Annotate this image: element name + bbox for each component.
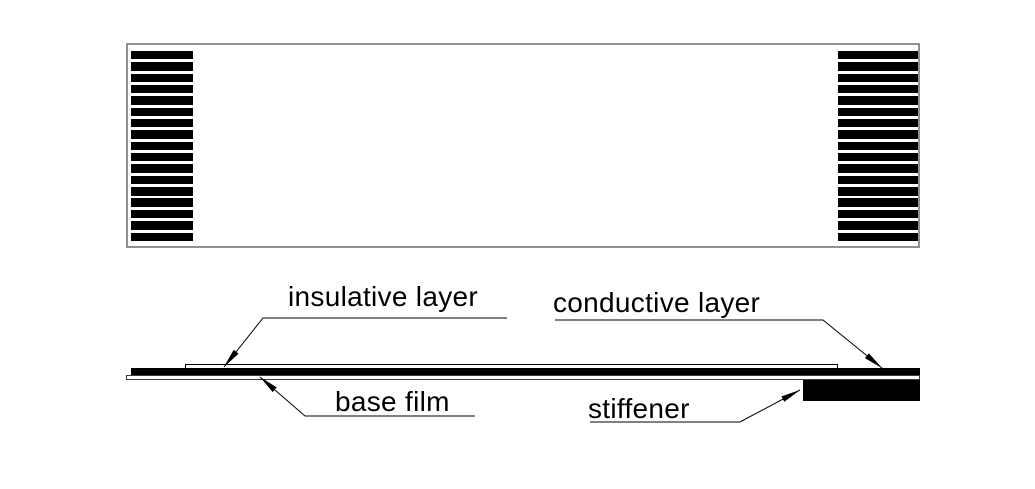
contact-finger	[131, 164, 193, 173]
label-base-film: base film	[335, 386, 450, 417]
contact-fingers-left	[131, 51, 193, 241]
contact-finger	[131, 175, 193, 185]
contact-finger	[838, 209, 918, 219]
contact-finger	[838, 164, 918, 173]
contact-finger	[131, 221, 193, 230]
contact-finger	[131, 51, 193, 60]
contact-finger	[838, 153, 918, 162]
label-conductive-layer: conductive layer	[553, 287, 761, 318]
contact-finger	[131, 73, 193, 83]
contact-finger	[131, 209, 193, 219]
contact-finger	[838, 221, 918, 230]
contact-finger	[838, 85, 918, 94]
contact-finger	[131, 187, 193, 196]
leader-insulative-layer	[223, 317, 507, 368]
contact-finger	[838, 62, 918, 71]
leader-conductive-layer	[555, 319, 883, 369]
contact-finger	[131, 130, 193, 139]
contact-finger	[131, 232, 193, 241]
base-film-shape	[126, 375, 920, 380]
contact-finger	[838, 175, 918, 185]
contact-finger	[838, 119, 918, 128]
contact-finger	[838, 232, 918, 241]
contact-finger	[131, 119, 193, 128]
contact-finger	[838, 141, 918, 151]
contact-finger	[131, 141, 193, 151]
contact-finger	[131, 96, 193, 105]
cable-top-view	[126, 43, 920, 248]
contact-finger	[838, 187, 918, 196]
contact-fingers-right	[838, 51, 918, 241]
contact-finger	[838, 130, 918, 139]
label-stiffener: stiffener	[588, 393, 690, 424]
contact-finger	[131, 198, 193, 207]
contact-finger	[131, 62, 193, 71]
contact-finger	[838, 96, 918, 105]
contact-finger	[838, 73, 918, 83]
contact-finger	[838, 51, 918, 60]
label-insulative-layer: insulative layer	[288, 281, 478, 312]
conductive-layer-shape	[131, 368, 920, 375]
stiffener-shape	[803, 380, 920, 401]
contact-finger	[131, 85, 193, 94]
contact-finger	[838, 107, 918, 117]
contact-finger	[838, 198, 918, 207]
contact-finger	[131, 153, 193, 162]
contact-finger	[131, 107, 193, 117]
